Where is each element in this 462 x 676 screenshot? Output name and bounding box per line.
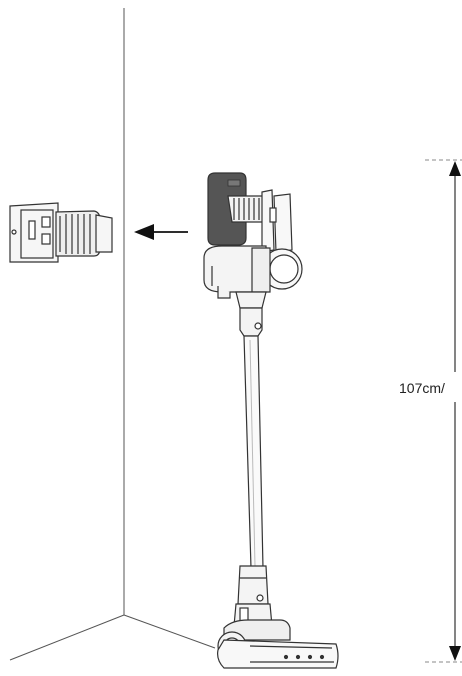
vacuum-floor-head	[217, 619, 339, 669]
vacuum-motor-body	[203, 245, 303, 309]
floor-right-edge	[123, 614, 216, 649]
vacuum-neck	[239, 307, 263, 337]
vacuum-lower-connector	[233, 565, 273, 627]
vacuum-wand	[243, 335, 264, 569]
room-corner	[9, 8, 216, 661]
arrow-left-icon	[134, 224, 188, 240]
arrow-down-icon	[449, 646, 461, 661]
arrow-up-icon	[449, 161, 461, 176]
height-dimension	[425, 159, 462, 663]
height-dimension-label: 107cm/	[398, 380, 446, 396]
floor-left-edge	[9, 614, 125, 661]
vacuum-handle	[227, 189, 293, 253]
vacuum-battery	[207, 172, 247, 246]
wall-bracket	[9, 202, 113, 263]
